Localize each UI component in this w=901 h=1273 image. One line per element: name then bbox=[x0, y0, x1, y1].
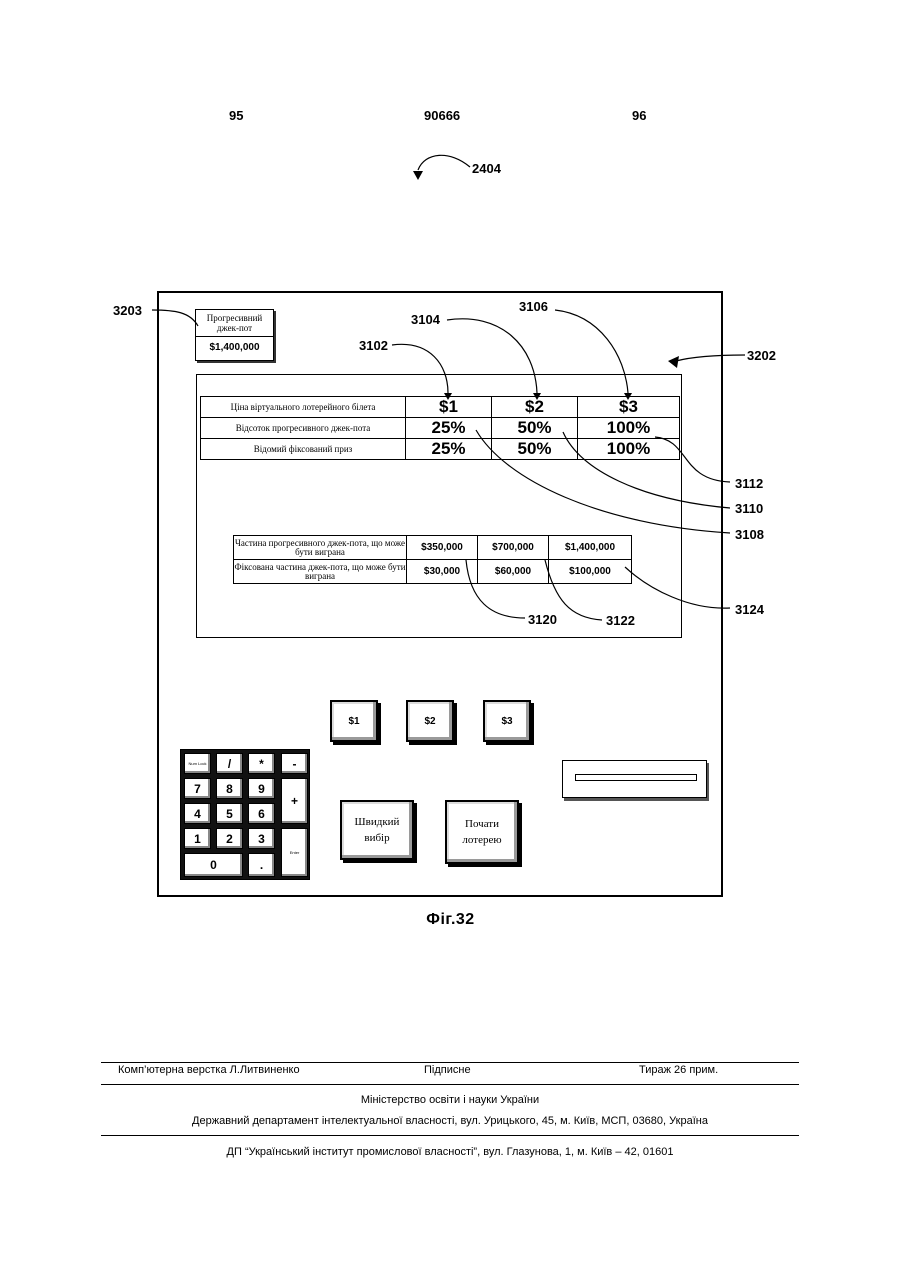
table-cell: $1 bbox=[406, 397, 492, 418]
ref-3110: 3110 bbox=[735, 501, 763, 516]
key-8[interactable]: 8 bbox=[216, 778, 243, 799]
star-key[interactable]: * bbox=[248, 753, 275, 774]
footer-institute: ДП “Український інститут промислової вла… bbox=[101, 1146, 799, 1158]
dot-key[interactable]: . bbox=[248, 853, 275, 877]
numeric-keypad: Num Lock / * - 7 8 9 + 4 5 6 1 2 3 Enter… bbox=[180, 749, 310, 880]
row-label: Ціна віртуального лотерейного білета bbox=[201, 397, 406, 418]
jackpot-title: Прогресивний джек-пот bbox=[196, 310, 273, 337]
card-slot[interactable] bbox=[562, 760, 707, 798]
quick-pick-button[interactable]: Швидкий вибір bbox=[340, 800, 414, 860]
start-lottery-button[interactable]: Почати лотерею bbox=[445, 800, 519, 864]
key-5[interactable]: 5 bbox=[216, 803, 243, 824]
key-0[interactable]: 0 bbox=[184, 853, 243, 877]
footer-rule-top bbox=[101, 1062, 799, 1063]
row-label: Відомий фіксований приз bbox=[201, 439, 406, 460]
minus-key[interactable]: - bbox=[281, 753, 308, 774]
footer-ministry: Міністерство освіти і науки України bbox=[101, 1094, 799, 1106]
row-label: Фіксована частина джек-пота, що може бут… bbox=[234, 560, 407, 584]
key-4[interactable]: 4 bbox=[184, 803, 211, 824]
table-row: Фіксована частина джек-пота, що може бут… bbox=[234, 560, 632, 584]
ref-3202: 3202 bbox=[747, 348, 776, 363]
ref-3124: 3124 bbox=[735, 602, 764, 617]
table-row: Ціна віртуального лотерейного білета $1 … bbox=[201, 397, 680, 418]
table-cell: 100% bbox=[578, 418, 680, 439]
key-1[interactable]: 1 bbox=[184, 828, 211, 849]
ref-3112: 3112 bbox=[735, 476, 763, 491]
arrowhead-2404 bbox=[413, 171, 423, 180]
row-label: Частина прогресивного джек-пота, що може… bbox=[234, 536, 407, 560]
winnable-prize-table: Частина прогресивного джек-пота, що може… bbox=[233, 535, 632, 584]
table-cell: 50% bbox=[492, 418, 578, 439]
card-slot-opening bbox=[575, 774, 697, 781]
bet-2-button[interactable]: $2 bbox=[406, 700, 454, 742]
row-label: Відсоток прогресивного джек-пота bbox=[201, 418, 406, 439]
bet-3-button[interactable]: $3 bbox=[483, 700, 531, 742]
plus-key[interactable]: + bbox=[281, 778, 308, 824]
table-cell: $350,000 bbox=[407, 536, 478, 560]
key-3[interactable]: 3 bbox=[248, 828, 275, 849]
table-row: Відсоток прогресивного джек-пота 25% 50%… bbox=[201, 418, 680, 439]
table-cell: 25% bbox=[406, 439, 492, 460]
table-cell: $2 bbox=[492, 397, 578, 418]
slash-key[interactable]: / bbox=[216, 753, 243, 774]
key-6[interactable]: 6 bbox=[248, 803, 275, 824]
table-cell: $100,000 bbox=[549, 560, 632, 584]
footer-layout-credit: Комп’ютерна верстка Л.Литвиненко bbox=[118, 1064, 300, 1076]
leader-2404 bbox=[418, 155, 470, 170]
table-cell: 50% bbox=[492, 439, 578, 460]
ref-2404: 2404 bbox=[472, 161, 501, 176]
footer-rule-middle bbox=[101, 1084, 799, 1085]
table-row: Частина прогресивного джек-пота, що може… bbox=[234, 536, 632, 560]
table-cell: $1,400,000 bbox=[549, 536, 632, 560]
key-7[interactable]: 7 bbox=[184, 778, 211, 799]
ref-3108: 3108 bbox=[735, 527, 764, 542]
bet-1-button[interactable]: $1 bbox=[330, 700, 378, 742]
table-row: Відомий фіксований приз 25% 50% 100% bbox=[201, 439, 680, 460]
table-cell: 100% bbox=[578, 439, 680, 460]
table-cell: $30,000 bbox=[407, 560, 478, 584]
progressive-jackpot-box: Прогресивний джек-пот $1,400,000 bbox=[195, 309, 274, 361]
footer-circulation: Тираж 26 прим. bbox=[639, 1064, 718, 1076]
key-2[interactable]: 2 bbox=[216, 828, 243, 849]
key-9[interactable]: 9 bbox=[248, 778, 275, 799]
jackpot-value: $1,400,000 bbox=[196, 337, 273, 359]
table-cell: $60,000 bbox=[478, 560, 549, 584]
ticket-price-table: Ціна віртуального лотерейного білета $1 … bbox=[200, 396, 680, 460]
numlock-key[interactable]: Num Lock bbox=[184, 753, 211, 774]
figure-caption: Фіг.32 bbox=[0, 911, 901, 929]
footer-department: Державний департамент інтелектуальної вл… bbox=[101, 1115, 799, 1127]
footer-rule-bottom bbox=[101, 1135, 799, 1136]
enter-key[interactable]: Enter bbox=[281, 828, 308, 877]
table-cell: 25% bbox=[406, 418, 492, 439]
footer-signed: Підписне bbox=[424, 1064, 471, 1076]
ref-3203: 3203 bbox=[113, 303, 142, 318]
table-cell: $700,000 bbox=[478, 536, 549, 560]
table-cell: $3 bbox=[578, 397, 680, 418]
